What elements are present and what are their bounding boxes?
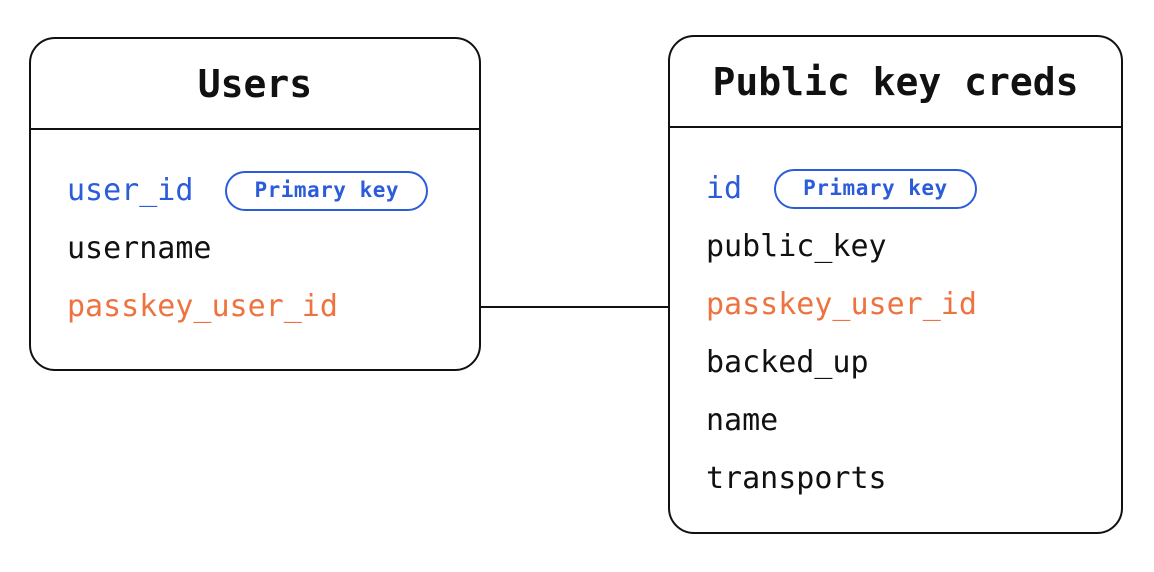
field-username: username <box>67 231 212 266</box>
field-public-key: public_key <box>706 229 887 264</box>
public-key-creds-table-header: Public key creds <box>670 37 1121 128</box>
users-table-title: Users <box>197 61 313 106</box>
public-key-creds-table-title: Public key creds <box>712 59 1079 104</box>
field-backed-up: backed_up <box>706 345 869 380</box>
field-row-passkey-user-id: passkey_user_id <box>706 276 1103 334</box>
field-passkey-user-id: passkey_user_id <box>706 287 977 322</box>
users-table: Users user_id Primary key username passk… <box>29 37 481 371</box>
field-row-user-id: user_id Primary key <box>67 162 461 220</box>
users-table-body: user_id Primary key username passkey_use… <box>31 130 479 336</box>
relationship-line <box>481 306 668 308</box>
primary-key-badge: Primary key <box>774 169 977 209</box>
primary-key-badge: Primary key <box>225 171 429 211</box>
field-row-backed-up: backed_up <box>706 334 1103 392</box>
field-row-passkey-user-id: passkey_user_id <box>67 278 461 336</box>
field-user-id: user_id <box>67 173 194 208</box>
field-row-transports: transports <box>706 450 1103 508</box>
users-table-header: Users <box>31 39 479 130</box>
field-name: name <box>706 403 779 438</box>
public-key-creds-table-body: id Primary key public_key passkey_user_i… <box>670 128 1121 508</box>
field-passkey-user-id: passkey_user_id <box>67 289 338 324</box>
field-id: id <box>706 171 743 206</box>
field-row-id: id Primary key <box>706 160 1103 218</box>
field-row-public-key: public_key <box>706 218 1103 276</box>
public-key-creds-table: Public key creds id Primary key public_k… <box>668 35 1123 534</box>
field-transports: transports <box>706 461 887 496</box>
field-row-name: name <box>706 392 1103 450</box>
field-row-username: username <box>67 220 461 278</box>
